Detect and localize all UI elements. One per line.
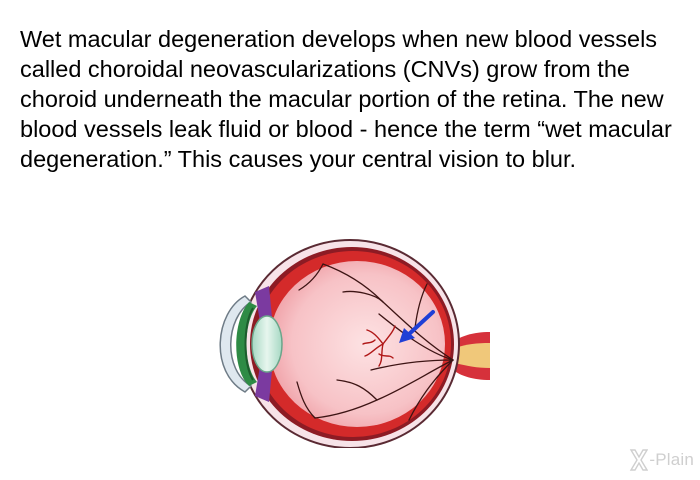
article-paragraph: Wet macular degeneration develops when n… (20, 26, 672, 172)
eye-cross-section-illustration (205, 232, 490, 449)
logo-text: -Plain (649, 450, 694, 469)
x-logo-icon (630, 449, 649, 471)
xplain-logo: -Plain (628, 448, 694, 472)
